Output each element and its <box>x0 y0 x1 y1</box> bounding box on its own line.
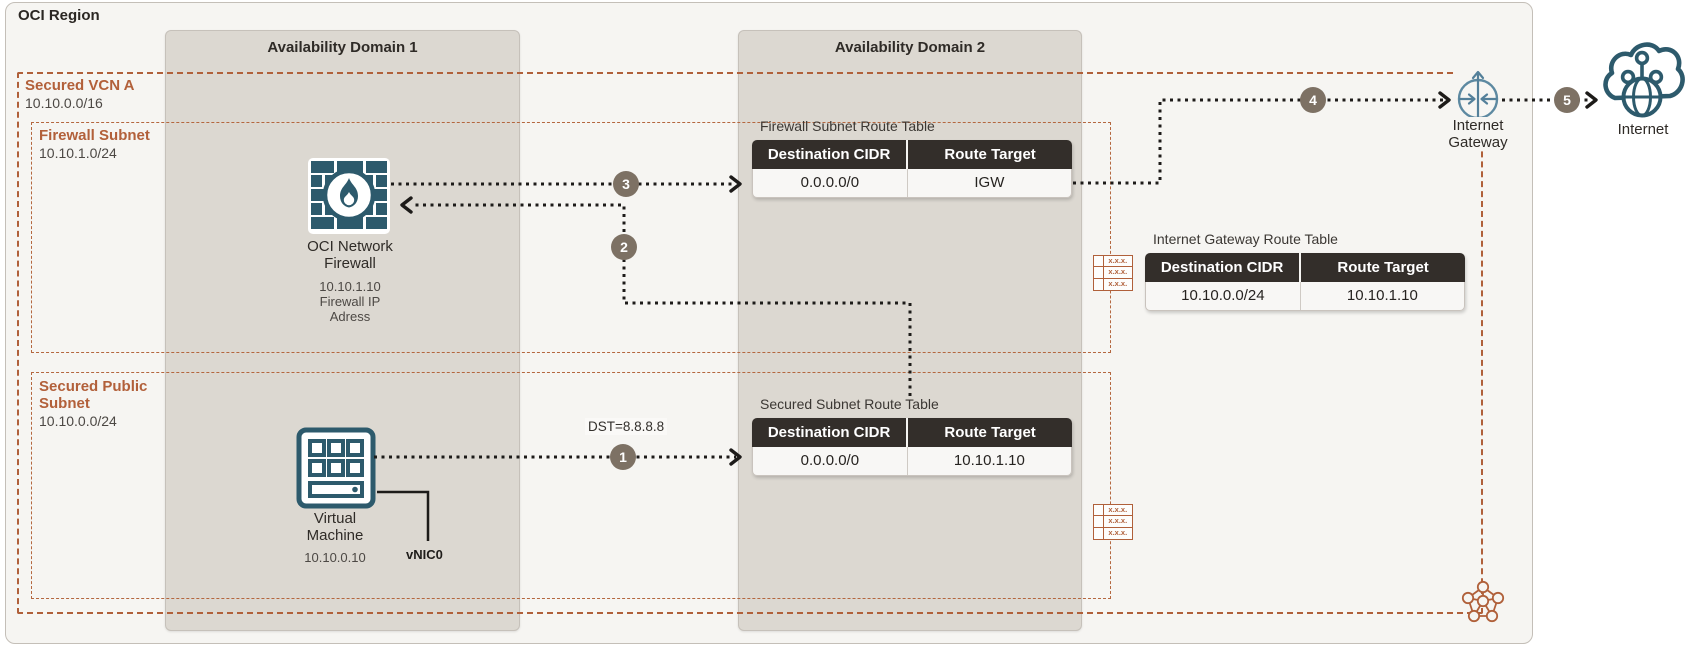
region-title: OCI Region <box>18 7 100 24</box>
firewall-subnet-label: Firewall Subnet 10.10.1.0/24 <box>39 127 169 162</box>
arrowhead-into-internet-gateway <box>1438 91 1451 109</box>
flow-step-1-badge: 1 <box>610 444 636 470</box>
firewall-subnet-name: Firewall Subnet <box>39 127 150 144</box>
firewall-subnet-boundary <box>31 122 1111 353</box>
flow-step-3-badge: 3 <box>613 171 639 197</box>
column-header-destination-cidr: Destination CIDR <box>767 424 891 441</box>
internet-cloud-icon <box>1603 42 1685 118</box>
firewall-ip-caption: Firewall IP Adress <box>319 294 381 324</box>
secured-public-subnet-name: Secured Public Subnet <box>39 378 148 412</box>
vcn-name: Secured VCN A <box>25 77 135 94</box>
route-target-value: IGW <box>906 169 1071 197</box>
destination-cidr-value: 0.0.0.0/0 <box>800 174 860 191</box>
destination-cidr-value: 0.0.0.0/0 <box>800 452 860 469</box>
route-table-association-icon: x.x.x. x.x.x. x.x.x. <box>1093 254 1133 291</box>
column-header-route-target: Route Target <box>906 140 1072 169</box>
arrowhead-into-firewall-route-table <box>729 175 742 193</box>
flow-step-5-badge: 5 <box>1554 87 1580 113</box>
secured-public-subnet-label: Secured Public Subnet 10.10.0.0/24 <box>39 378 169 430</box>
route-table-title: Firewall Subnet Route Table <box>760 118 935 134</box>
network-firewall-icon <box>308 158 390 234</box>
secured-subnet-route-table: Secured Subnet Route Table Destination C… <box>752 396 1072 476</box>
flow-step-2-badge: 2 <box>611 234 637 260</box>
arrowhead-into-secured-route-table <box>729 448 742 466</box>
route-target-value: 10.10.1.10 <box>1299 282 1464 310</box>
vcn-mesh-icon <box>1461 580 1505 623</box>
destination-cidr-value: 10.10.0.0/24 <box>1181 287 1265 304</box>
availability-domain-2-label: Availability Domain 2 <box>834 39 986 56</box>
flow-line-4 <box>1073 98 1445 185</box>
table-row: 0.0.0.0/0 10.10.1.10 <box>752 447 1072 476</box>
table-row: 10.10.0.0/24 10.10.1.10 <box>1145 282 1465 311</box>
flow-line-2 <box>412 203 912 396</box>
column-header-route-target: Route Target <box>1299 253 1465 282</box>
internet-gateway-route-table: Internet Gateway Route Table Destination… <box>1145 231 1465 311</box>
route-table-title: Secured Subnet Route Table <box>760 396 939 412</box>
firewall-subnet-cidr: 10.10.1.0/24 <box>39 145 117 161</box>
arrowhead-into-internet <box>1585 91 1598 109</box>
vnic0-connector-line <box>377 490 430 541</box>
column-header-destination-cidr: Destination CIDR <box>1160 259 1284 276</box>
availability-domain-1: Availability Domain 1 <box>165 30 520 631</box>
route-table-icon-text: x.x.x. <box>1102 277 1133 291</box>
route-table-icon-text: x.x.x. <box>1102 526 1133 540</box>
route-table-association-icon: x.x.x. x.x.x. x.x.x. <box>1093 503 1133 540</box>
column-header-route-target: Route Target <box>906 418 1072 447</box>
vnic0-label: vNIC0 <box>406 547 443 562</box>
availability-domain-1-label: Availability Domain 1 <box>267 39 418 56</box>
vcn-label: Secured VCN A 10.10.0.0/16 <box>25 77 155 112</box>
route-table-title: Internet Gateway Route Table <box>1153 231 1338 247</box>
secured-public-subnet-cidr: 10.10.0.0/24 <box>39 413 117 429</box>
route-target-value: 10.10.1.10 <box>906 447 1071 475</box>
table-row: 0.0.0.0/0 IGW <box>752 169 1072 198</box>
column-header-destination-cidr: Destination CIDR <box>767 146 891 163</box>
virtual-machine-label: Virtual Machine <box>306 510 364 544</box>
firewall-subnet-route-table: Firewall Subnet Route Table Destination … <box>752 118 1072 198</box>
firewall-ip: 10.10.1.10 <box>319 279 381 294</box>
vcn-cidr: 10.10.0.0/16 <box>25 95 103 111</box>
secured-public-subnet-boundary <box>31 372 1111 599</box>
virtual-machine-ip: 10.10.0.10 <box>304 550 366 565</box>
availability-domain-2: Availability Domain 2 <box>738 30 1082 631</box>
firewall-label: OCI Network Firewall <box>307 238 393 272</box>
vcn-boundary <box>17 72 1483 614</box>
flow-step-4-badge: 4 <box>1300 87 1326 113</box>
virtual-machine-icon <box>296 427 376 509</box>
internet-label: Internet <box>1617 121 1669 138</box>
internet-gateway-label: Internet Gateway <box>1428 117 1528 151</box>
dst-label: DST=8.8.8.8 <box>585 418 668 435</box>
arrowhead-into-firewall <box>400 196 413 214</box>
